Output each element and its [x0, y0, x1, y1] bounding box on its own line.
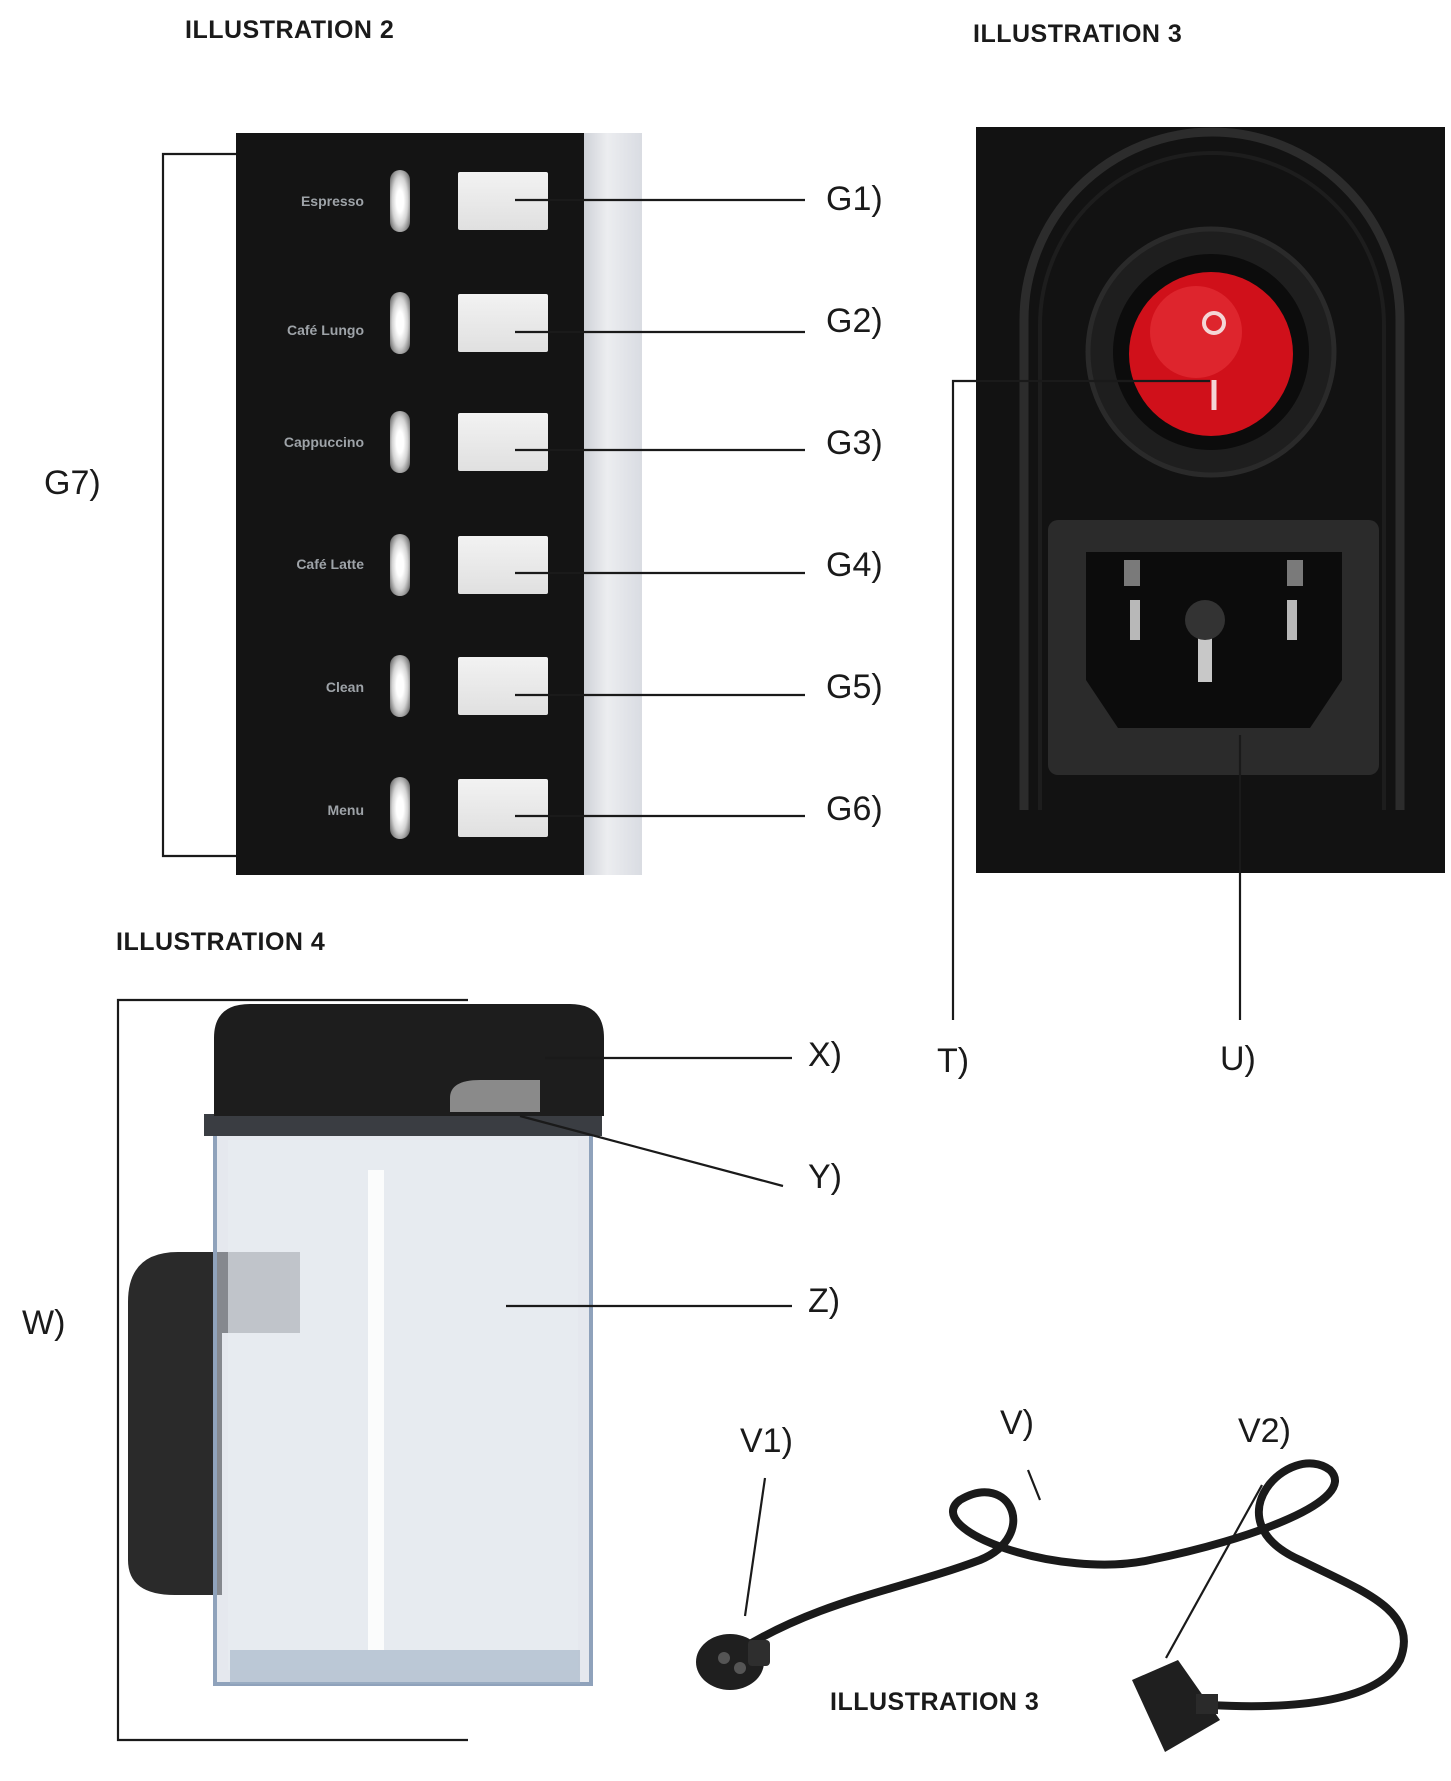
jug-lid-icon	[214, 1004, 604, 1116]
button-name-espresso: Espresso	[300, 193, 364, 209]
label-t: T)	[937, 1042, 970, 1080]
label-v1: V1)	[740, 1422, 793, 1460]
espresso-button[interactable]	[458, 172, 548, 230]
label-v: V)	[1000, 1404, 1034, 1442]
button-name-cafe-lungo: Café Lungo	[287, 322, 364, 338]
label-x: X)	[808, 1036, 842, 1074]
indicator-light-icon	[390, 411, 410, 473]
button-name-menu: Menu	[327, 802, 364, 818]
illustration-4-title: ILLUSTRATION 4	[116, 928, 326, 956]
indicator-light-icon	[390, 777, 410, 839]
switch-off-symbol: O	[1214, 299, 1215, 301]
label-g6: G6)	[826, 790, 883, 828]
illustration-2-title: ILLUSTRATION 2	[185, 16, 395, 44]
cappuccino-button[interactable]	[458, 413, 548, 471]
label-g1: G1)	[826, 180, 883, 218]
label-g4: G4)	[826, 546, 883, 584]
illustration-3-bottom-title: ILLUSTRATION 3	[830, 1688, 1040, 1716]
power-switch-icon	[1129, 272, 1293, 436]
switch-on-symbol: I	[1214, 419, 1215, 421]
label-v2: V2)	[1238, 1412, 1291, 1450]
label-g7: G7)	[44, 464, 101, 502]
label-z: Z)	[808, 1282, 841, 1320]
label-g2: G2)	[826, 302, 883, 340]
menu-button[interactable]	[458, 779, 548, 837]
label-u: U)	[1220, 1040, 1256, 1078]
label-g5: G5)	[826, 668, 883, 706]
illustration-3-title: ILLUSTRATION 3	[973, 20, 1183, 48]
cafe-latte-button[interactable]	[458, 536, 548, 594]
control-panel	[236, 133, 584, 875]
indicator-light-icon	[390, 170, 410, 232]
label-y: Y)	[808, 1158, 842, 1196]
indicator-light-icon	[390, 655, 410, 717]
button-name-clean: Clean	[325, 679, 364, 695]
cafe-lungo-button[interactable]	[458, 294, 548, 352]
power-socket-icon	[1086, 552, 1342, 728]
label-w: W)	[22, 1304, 66, 1342]
appliance-connector-icon	[1132, 1660, 1220, 1752]
plug-icon	[696, 1634, 770, 1690]
label-g3: G3)	[826, 424, 883, 462]
clean-button[interactable]	[458, 657, 548, 715]
jug-handle-icon	[128, 1252, 300, 1595]
control-panel-edge	[584, 133, 642, 875]
indicator-light-icon	[390, 292, 410, 354]
indicator-light-icon	[390, 534, 410, 596]
button-name-cafe-latte: Café Latte	[296, 556, 364, 572]
button-name-cappuccino: Cappuccino	[283, 434, 364, 450]
